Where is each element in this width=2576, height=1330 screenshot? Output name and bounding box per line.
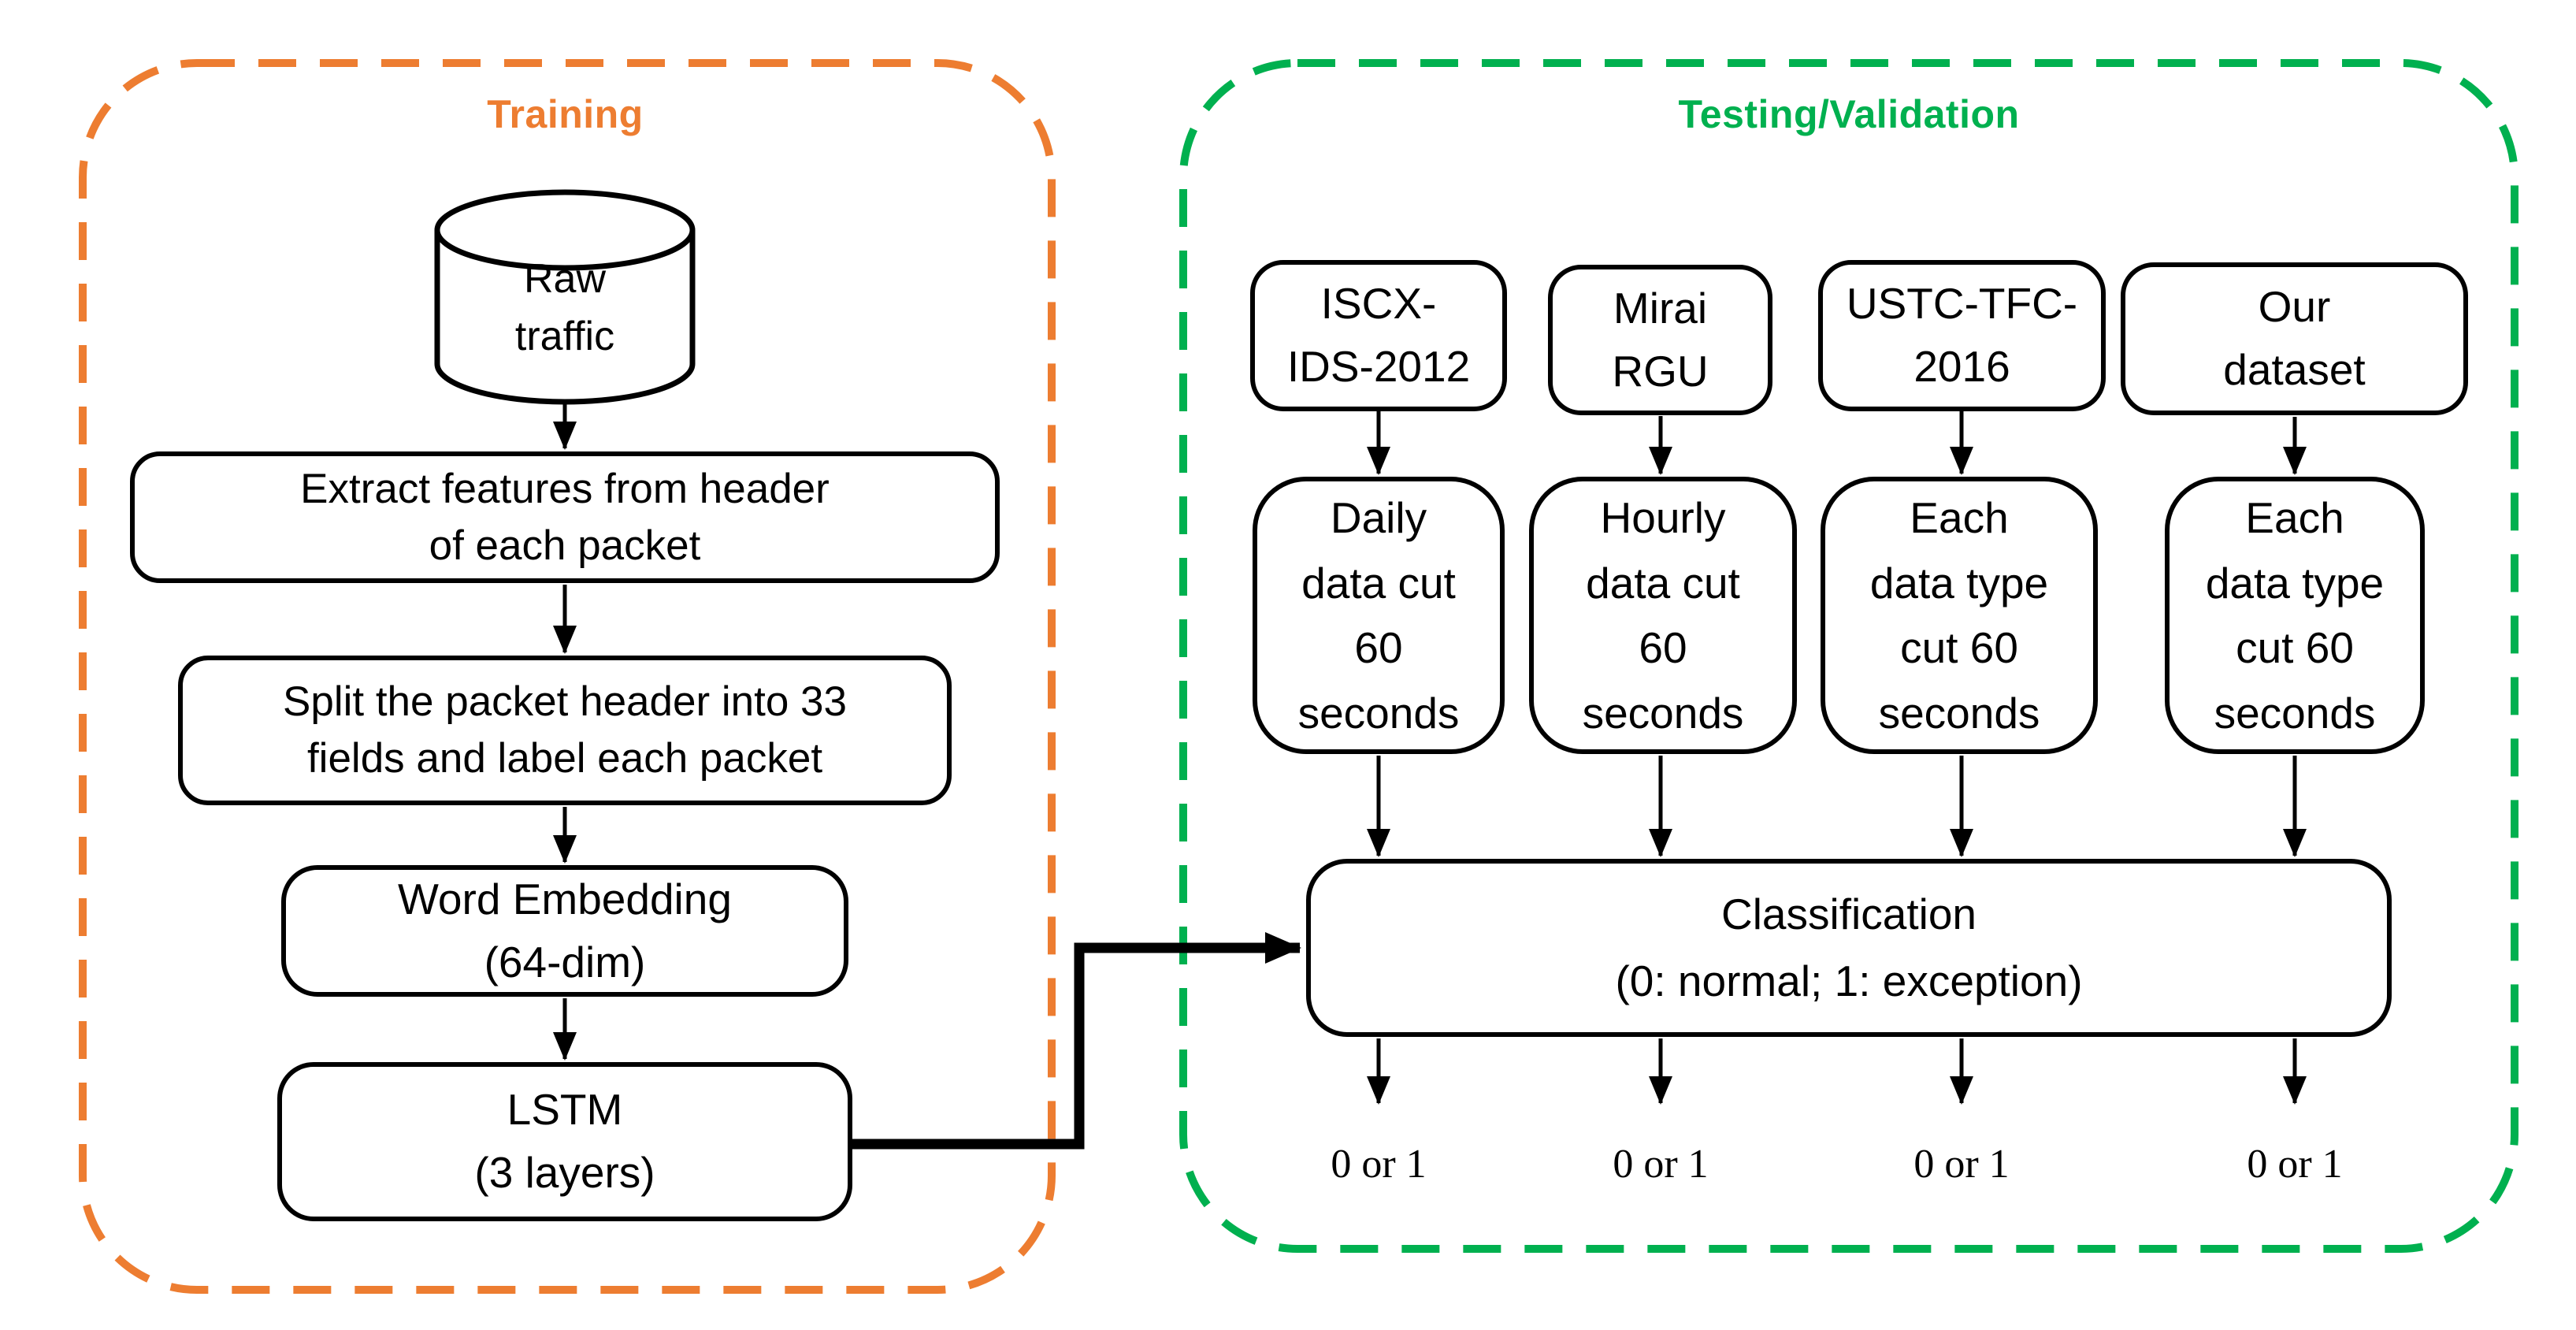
classification-label: Classification (0: normal; 1: exception) (1615, 889, 2083, 1005)
output-label-4: 0 or 1 (2247, 1142, 2343, 1187)
output-label-3: 0 or 1 (1913, 1142, 2010, 1187)
classification-box: Classification (0: normal; 1: exception) (1306, 859, 2392, 1037)
dataset-label-ustc: USTC-TFC- 2016 (1846, 279, 2078, 391)
dataset-box-iscx: ISCX- IDS-2012 (1250, 260, 1507, 411)
dataset-box-our: Our dataset (2121, 262, 2468, 415)
extract-features-box: Extract features from header of each pac… (130, 451, 1000, 583)
cut-box-hourly: Hourly data cut 60 seconds (1529, 477, 1797, 754)
output-label-1: 0 or 1 (1331, 1142, 1427, 1187)
dataset-label-mirai: Mirai RGU (1612, 283, 1709, 396)
cut-label-each-type-1: Each data type cut 60 seconds (1869, 493, 2049, 737)
extract-features-label: Extract features from header of each pac… (300, 465, 830, 569)
dataset-label-our: Our dataset (2223, 282, 2366, 394)
cut-label-each-type-2: Each data type cut 60 seconds (2205, 493, 2385, 737)
raw-traffic-label: Raw traffic (514, 256, 615, 359)
cut-box-each-type-2: Each data type cut 60 seconds (2165, 477, 2425, 754)
dataset-box-mirai: Mirai RGU (1548, 265, 1772, 415)
cut-label-hourly: Hourly data cut 60 seconds (1582, 493, 1744, 737)
training-section-title: Training (487, 92, 644, 136)
testing-section-border (1179, 59, 2518, 1253)
testing-section-title: Testing/Validation (1678, 92, 2020, 136)
database-cylinder-icon (434, 189, 696, 405)
word-embedding-box: Word Embedding (64-dim) (281, 865, 848, 997)
training-section-border (79, 59, 1056, 1294)
dataset-box-ustc: USTC-TFC- 2016 (1818, 260, 2106, 411)
arrow-lstm-to-classification (852, 932, 1301, 1150)
lstm-label: LSTM (3 layers) (474, 1085, 655, 1197)
word-embedding-label: Word Embedding (64-dim) (398, 874, 732, 986)
split-header-box: Split the packet header into 33 fields a… (178, 656, 952, 805)
cut-box-each-type-1: Each data type cut 60 seconds (1821, 477, 2098, 754)
lstm-box: LSTM (3 layers) (277, 1062, 852, 1221)
cut-box-daily: Daily data cut 60 seconds (1253, 477, 1505, 754)
cut-label-daily: Daily data cut 60 seconds (1297, 493, 1460, 737)
output-label-2: 0 or 1 (1613, 1142, 1709, 1187)
split-header-label: Split the packet header into 33 fields a… (283, 678, 847, 782)
dataset-label-iscx: ISCX- IDS-2012 (1286, 279, 1471, 391)
